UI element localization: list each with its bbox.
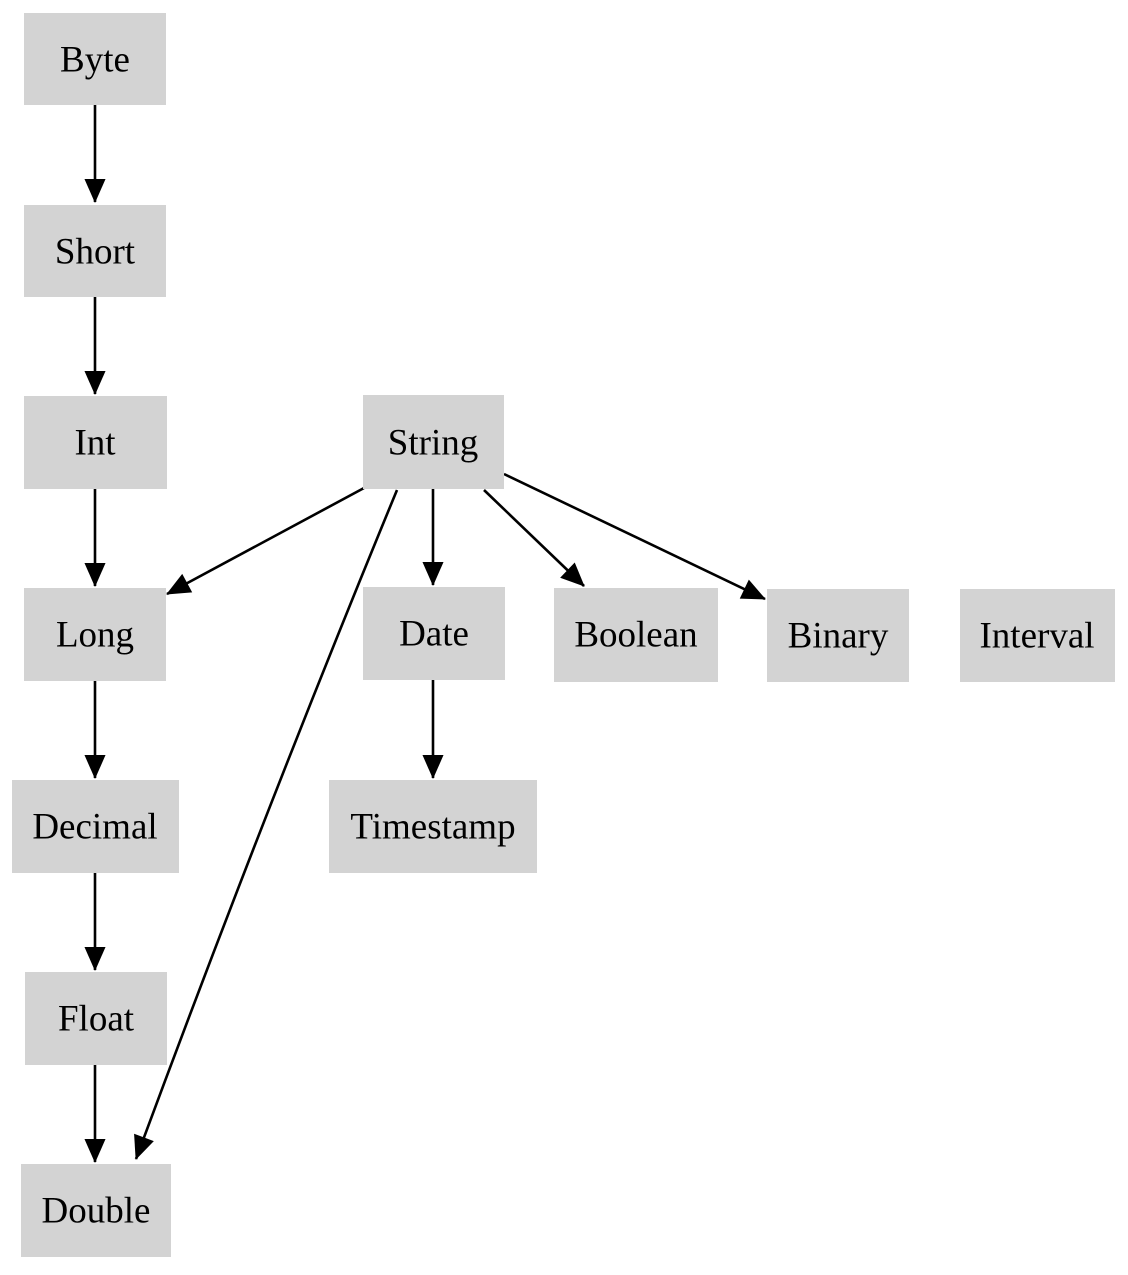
node-date-label: Date <box>399 614 469 655</box>
node-boolean-box <box>554 588 718 682</box>
edge-string-double <box>134 489 399 1160</box>
node-long-label: Long <box>56 615 134 656</box>
node-double-label: Double <box>42 1191 151 1232</box>
node-string: String <box>363 395 504 489</box>
node-binary-box <box>767 589 909 682</box>
node-binary: Binary <box>767 589 909 682</box>
node-long-box <box>24 588 166 681</box>
node-int: Int <box>24 396 167 489</box>
edge-string-binary <box>503 472 766 601</box>
node-decimal: Decimal <box>12 780 179 873</box>
node-short-box <box>24 205 166 297</box>
node-timestamp-label: Timestamp <box>350 807 515 848</box>
node-interval: Interval <box>960 589 1115 682</box>
node-boolean: Boolean <box>554 588 718 682</box>
node-int-box <box>24 396 167 489</box>
node-binary-label: Binary <box>788 616 889 657</box>
node-byte-label: Byte <box>60 40 130 81</box>
node-short-label: Short <box>55 232 136 273</box>
node-timestamp: Timestamp <box>329 780 537 873</box>
node-short: Short <box>24 205 166 297</box>
node-boolean-label: Boolean <box>574 615 697 656</box>
node-timestamp-box <box>329 780 537 873</box>
node-float-box <box>25 972 167 1065</box>
node-string-label: String <box>388 423 478 464</box>
node-float: Float <box>25 972 167 1065</box>
node-long: Long <box>24 588 166 681</box>
node-interval-box <box>960 589 1115 682</box>
node-int-label: Int <box>74 423 116 464</box>
edge-string-long <box>166 486 365 596</box>
node-date: Date <box>363 587 505 680</box>
node-byte: Byte <box>24 13 166 105</box>
node-double-box <box>21 1164 171 1257</box>
node-byte-box <box>24 13 166 105</box>
node-string-box <box>363 395 504 489</box>
node-double: Double <box>21 1164 171 1257</box>
node-float-label: Float <box>58 999 135 1040</box>
node-decimal-label: Decimal <box>32 807 157 848</box>
node-decimal-box <box>12 780 179 873</box>
node-date-box <box>363 587 505 680</box>
node-interval-label: Interval <box>979 616 1094 657</box>
edge-string-boolean <box>483 489 585 587</box>
